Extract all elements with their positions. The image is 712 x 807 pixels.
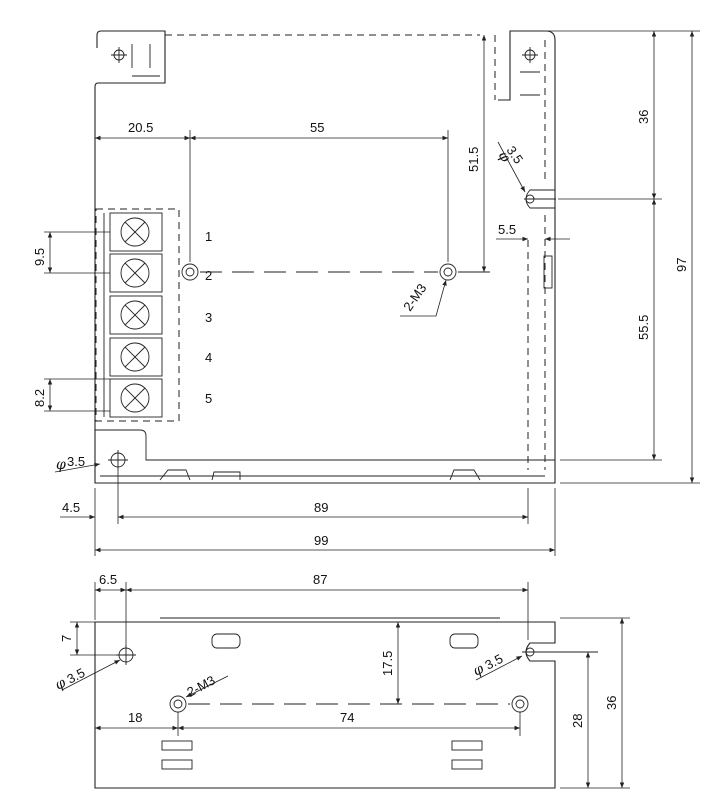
screw-leader <box>400 279 447 317</box>
hole-leader-left <box>61 659 121 691</box>
terminal-screws <box>120 217 150 413</box>
dim-4-5: 4.5 <box>62 500 80 515</box>
terminal-2 <box>109 253 163 293</box>
dim-99: 99 <box>314 533 328 548</box>
vent-4 <box>451 759 483 770</box>
tab-detail <box>520 71 540 96</box>
side-view-outline <box>94 621 556 789</box>
ext-lines-side-bottom <box>177 712 521 736</box>
vent-2 <box>161 759 193 770</box>
crosshair <box>108 450 128 470</box>
terminal-block <box>103 212 163 418</box>
side-slot-left <box>211 633 241 649</box>
screw-hole-left <box>181 263 199 281</box>
dim-6-5: 6.5 <box>99 572 117 587</box>
ext-lines-top <box>189 130 449 262</box>
dim-51-5: 51.5 <box>466 147 481 172</box>
terminal-block-outline <box>95 208 180 422</box>
side-screw-left <box>169 695 187 713</box>
ext-lines-side-top <box>94 582 529 646</box>
hole-label-tr: 3.5 <box>504 143 527 166</box>
terminal-label-1: 1 <box>205 229 212 244</box>
dim-55: 55 <box>310 120 324 135</box>
terminal-3 <box>109 295 163 335</box>
crosshair <box>522 47 538 63</box>
terminal-1 <box>109 212 163 252</box>
dim-74: 74 <box>340 710 354 725</box>
screw-label-side: 2-M3 <box>184 672 217 699</box>
hole-label-right: 3.5 <box>482 651 505 673</box>
phi-symbol-bl: φ <box>56 457 66 473</box>
side-slot-right <box>449 633 479 649</box>
ext-lines-right <box>548 30 700 484</box>
hole-label-bl: 3.5 <box>67 454 85 469</box>
dim-7: 7 <box>59 635 74 642</box>
hole-leader-bl <box>54 462 101 473</box>
dim-17-5: 17.5 <box>380 651 395 676</box>
vent-1 <box>161 740 193 751</box>
dim-36-top: 36 <box>636 110 651 124</box>
terminal-5 <box>109 378 163 418</box>
tab-detail <box>131 44 160 77</box>
dim-9-5: 9.5 <box>32 248 47 266</box>
top-view-outline <box>94 30 556 484</box>
dim-36-side: 36 <box>604 696 619 710</box>
crosshair <box>116 645 136 665</box>
terminal-label-2: 2 <box>205 268 212 283</box>
top-view: 1 2 3 4 5 2-M3 φ 3.5 φ 3.5 20.5 <box>32 30 700 556</box>
ext-lines-7 <box>70 621 116 656</box>
side-view: 2-M3 φ 3.5 φ 3.5 6.5 87 7 17.5 18 74 28 … <box>52 572 630 789</box>
dim-89: 89 <box>314 500 328 515</box>
dim-97: 97 <box>674 258 689 272</box>
bottom-flange <box>95 429 555 461</box>
ext-lines-side-right <box>560 617 630 789</box>
side-screw-right <box>511 695 529 713</box>
terminal-label-3: 3 <box>205 310 212 325</box>
flange-cutouts <box>159 469 481 481</box>
screw-label-top: 2-M3 <box>400 281 429 314</box>
terminal-label-4: 4 <box>205 350 212 365</box>
screw-hole-right <box>439 263 457 281</box>
dim-18: 18 <box>128 710 142 725</box>
side-slot <box>543 255 553 289</box>
hole-label-left: 3.5 <box>64 665 87 687</box>
terminal-4 <box>109 337 163 377</box>
dim-28: 28 <box>570 714 585 728</box>
dim-55-5: 55.5 <box>636 315 651 340</box>
dim-20-5: 20.5 <box>128 120 153 135</box>
vent-3 <box>451 740 483 751</box>
crosshair <box>111 47 127 63</box>
side-screw-leader <box>185 675 229 698</box>
hole-leader-right <box>475 655 523 681</box>
ext-lines-bottom <box>94 470 556 556</box>
ext-lines-left <box>44 231 110 412</box>
dim-87: 87 <box>313 572 327 587</box>
terminal-label-5: 5 <box>205 391 212 406</box>
dim-5-5: 5.5 <box>498 222 516 237</box>
hole-leader-tr <box>497 141 526 193</box>
dim-8-2: 8.2 <box>32 389 47 407</box>
